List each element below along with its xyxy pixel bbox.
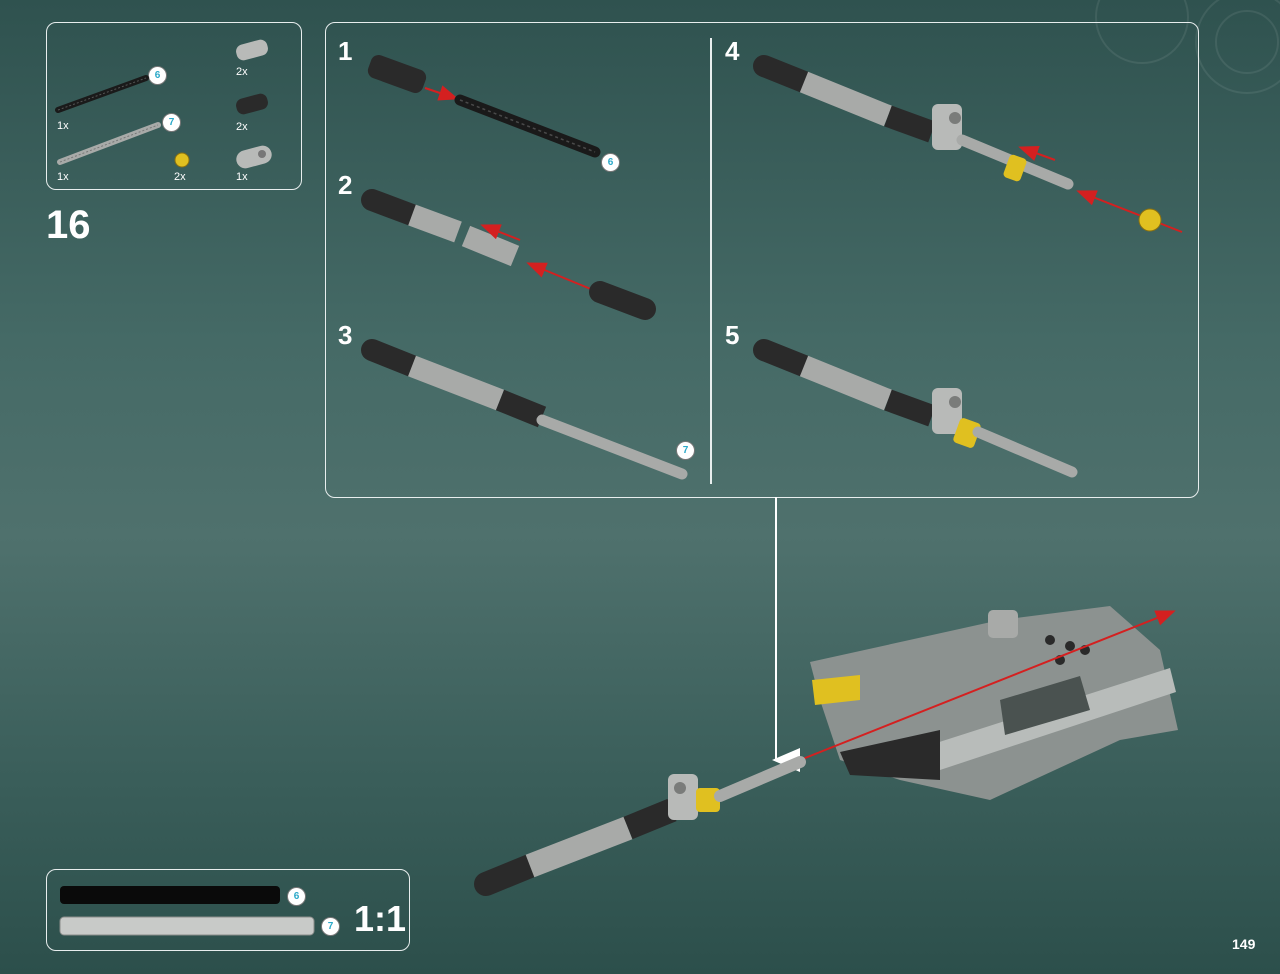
main-ship-model	[810, 606, 1178, 800]
part-qty: 1x	[57, 171, 69, 183]
substep-number: 2	[338, 170, 353, 200]
part-qty: 2x	[174, 171, 186, 183]
step2-connector	[589, 281, 656, 320]
part-id-badge: 7	[162, 113, 181, 132]
main-axle-assembly	[474, 756, 806, 896]
gray-pin-joiner-icon	[236, 145, 272, 169]
part-qty: 2x	[236, 121, 248, 133]
part-callout-badge: 6	[601, 153, 620, 172]
ruler-panel	[46, 869, 410, 951]
ruler-gray-axle	[59, 916, 315, 936]
gray-axle-icon	[57, 122, 161, 165]
step3-assembly	[361, 339, 688, 480]
decorative-circle	[1215, 10, 1279, 74]
ruler-badge: 6	[287, 887, 306, 906]
main-step-number: 16	[46, 203, 91, 247]
part-qty: 1x	[236, 171, 248, 183]
decorative-circle	[1195, 0, 1280, 94]
ruler-badge: 7	[321, 917, 340, 936]
substeps-panel	[325, 22, 1199, 498]
parts-list-panel	[46, 22, 302, 190]
part-callout-badge: 7	[676, 441, 695, 460]
step4-yellow-bush	[1138, 208, 1162, 232]
page-number: 149	[1232, 936, 1256, 952]
substep-number: 3	[338, 320, 353, 350]
step4-assembly	[753, 55, 1074, 190]
step5-assembly	[753, 339, 1078, 478]
step1-connector	[367, 55, 427, 93]
black-connector-icon	[236, 93, 268, 115]
substep-number: 1	[338, 36, 353, 66]
part-id-badge: 6	[148, 66, 167, 85]
black-axle-icon	[55, 75, 149, 113]
part-qty: 1x	[57, 120, 69, 132]
model-insert-arrow	[794, 610, 1176, 763]
substep-number: 5	[725, 320, 740, 350]
gray-connector-icon	[236, 39, 268, 61]
part-qty: 2x	[236, 66, 248, 78]
step1-black-axle	[454, 94, 601, 158]
substep-number: 4	[725, 36, 740, 66]
panel-divider	[710, 38, 712, 484]
yellow-bush-icon	[174, 152, 190, 168]
step2-assembly	[361, 189, 520, 267]
ruler-black-axle	[60, 886, 280, 904]
scale-label: 1:1	[354, 898, 407, 939]
